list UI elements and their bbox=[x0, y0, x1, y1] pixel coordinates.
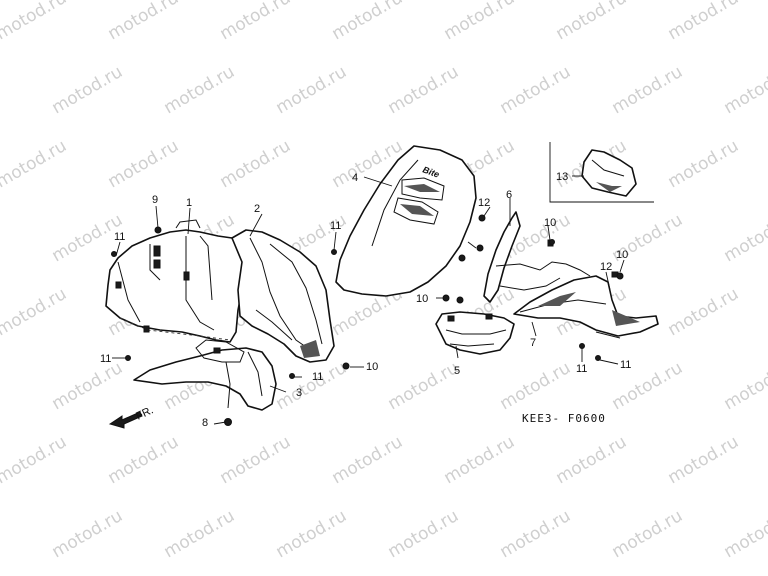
watermark-text: motod.ru bbox=[217, 0, 295, 44]
callout-11e: 11 bbox=[576, 363, 587, 375]
clip-icon bbox=[342, 362, 350, 370]
watermark-text: motod.ru bbox=[665, 136, 743, 192]
callout-8: 8 bbox=[202, 417, 208, 429]
watermark-text: motod.ru bbox=[49, 62, 127, 118]
watermark-text: motod.ru bbox=[721, 62, 768, 118]
watermark-text: motod.ru bbox=[329, 0, 407, 44]
watermark-text: motod.ru bbox=[721, 506, 768, 562]
watermark-text: motod.ru bbox=[0, 432, 70, 488]
diagram-code: KEE3- F0600 bbox=[522, 412, 606, 425]
screw-icon bbox=[478, 214, 486, 222]
callout-11d: 11 bbox=[312, 371, 323, 383]
callout-12b: 12 bbox=[600, 261, 612, 273]
watermark-text: motod.ru bbox=[385, 506, 463, 562]
clip-icon bbox=[458, 254, 466, 262]
watermark-text: motod.ru bbox=[161, 506, 239, 562]
watermark-text: motod.ru bbox=[665, 432, 743, 488]
callout-10a: 10 bbox=[366, 361, 378, 373]
screw-icon bbox=[289, 373, 295, 379]
watermark-text: motod.ru bbox=[329, 432, 407, 488]
callout-7: 7 bbox=[530, 337, 536, 349]
callout-9: 9 bbox=[152, 194, 158, 206]
watermark-text: motod.ru bbox=[0, 0, 70, 44]
callout-12a: 12 bbox=[478, 197, 490, 209]
watermark-text: motod.ru bbox=[553, 0, 631, 44]
front-direction-arrow: FR. bbox=[108, 404, 155, 429]
watermark-text: motod.ru bbox=[273, 62, 351, 118]
clip-icon bbox=[476, 244, 484, 252]
lower-cover-part-7 bbox=[513, 271, 659, 339]
watermark-text: motod.ru bbox=[497, 62, 575, 118]
watermark-text: motod.ru bbox=[385, 358, 463, 414]
callout-10c: 10 bbox=[544, 217, 556, 229]
screw-icon bbox=[579, 343, 585, 349]
screw-icon bbox=[125, 355, 131, 361]
watermark-text: motod.ru bbox=[609, 62, 687, 118]
watermark-text: motod.ru bbox=[0, 284, 70, 340]
fr-label: FR. bbox=[134, 404, 155, 422]
watermark-text: motod.ru bbox=[217, 136, 295, 192]
watermark-text: motod.ru bbox=[553, 432, 631, 488]
watermark-text: motod.ru bbox=[665, 284, 743, 340]
watermark-text: motod.ru bbox=[0, 136, 70, 192]
callout-2: 2 bbox=[254, 203, 260, 215]
callout-3: 3 bbox=[296, 387, 302, 399]
watermark-text: motod.ru bbox=[273, 506, 351, 562]
callout-6: 6 bbox=[506, 189, 512, 201]
watermark-text: motod.ru bbox=[161, 62, 239, 118]
watermark-text: motod.ru bbox=[105, 432, 183, 488]
watermark-text: motod.ru bbox=[497, 358, 575, 414]
watermark-text: motod.ru bbox=[49, 358, 127, 414]
watermark-text: motod.ru bbox=[385, 62, 463, 118]
watermark-text: motod.ru bbox=[441, 432, 519, 488]
callout-labels: 1 2 3 4 5 6 7 8 9 10 10 10 10 11 11 11 1… bbox=[100, 171, 631, 429]
watermark-text: motod.ru bbox=[609, 506, 687, 562]
watermark-text: motod.ru bbox=[497, 506, 575, 562]
callout-11c: 11 bbox=[330, 220, 341, 232]
callout-11b: 11 bbox=[100, 353, 111, 365]
callout-11f: 11 bbox=[620, 359, 631, 371]
callout-4: 4 bbox=[352, 172, 358, 184]
fender-shroud-part-2 bbox=[231, 229, 335, 363]
screw-icon bbox=[549, 239, 555, 245]
inset-box-part-13 bbox=[549, 142, 654, 203]
watermark-text: motod.ru bbox=[217, 432, 295, 488]
front-fender-part-3 bbox=[133, 339, 277, 411]
clip-icon bbox=[616, 272, 624, 280]
leader-lines bbox=[112, 175, 625, 425]
watermark-text: motod.ru bbox=[105, 0, 183, 44]
callout-1: 1 bbox=[186, 197, 192, 209]
screw-icon bbox=[331, 249, 337, 255]
watermark-text: motod.ru bbox=[273, 358, 351, 414]
inner-cover-part-1 bbox=[105, 219, 245, 343]
front-cover-part-4: Bite bbox=[335, 145, 477, 297]
bracket-part-6 bbox=[483, 211, 591, 303]
callout-10b: 10 bbox=[416, 293, 428, 305]
watermark-text: motod.ru bbox=[105, 136, 183, 192]
headlight-unit-part-5 bbox=[435, 311, 515, 355]
watermark-text: motod.ru bbox=[665, 0, 743, 44]
clip-icon bbox=[456, 296, 464, 304]
callout-10d: 10 bbox=[616, 249, 628, 261]
callout-11a: 11 bbox=[114, 231, 125, 243]
watermark-text: motod.ru bbox=[49, 506, 127, 562]
watermark-text: motod.ru bbox=[721, 210, 768, 266]
watermark-text: motod.ru bbox=[721, 358, 768, 414]
callout-5: 5 bbox=[454, 365, 460, 377]
screw-icon bbox=[595, 355, 601, 361]
callout-13: 13 bbox=[556, 171, 568, 183]
watermark-text: motod.ru bbox=[441, 0, 519, 44]
